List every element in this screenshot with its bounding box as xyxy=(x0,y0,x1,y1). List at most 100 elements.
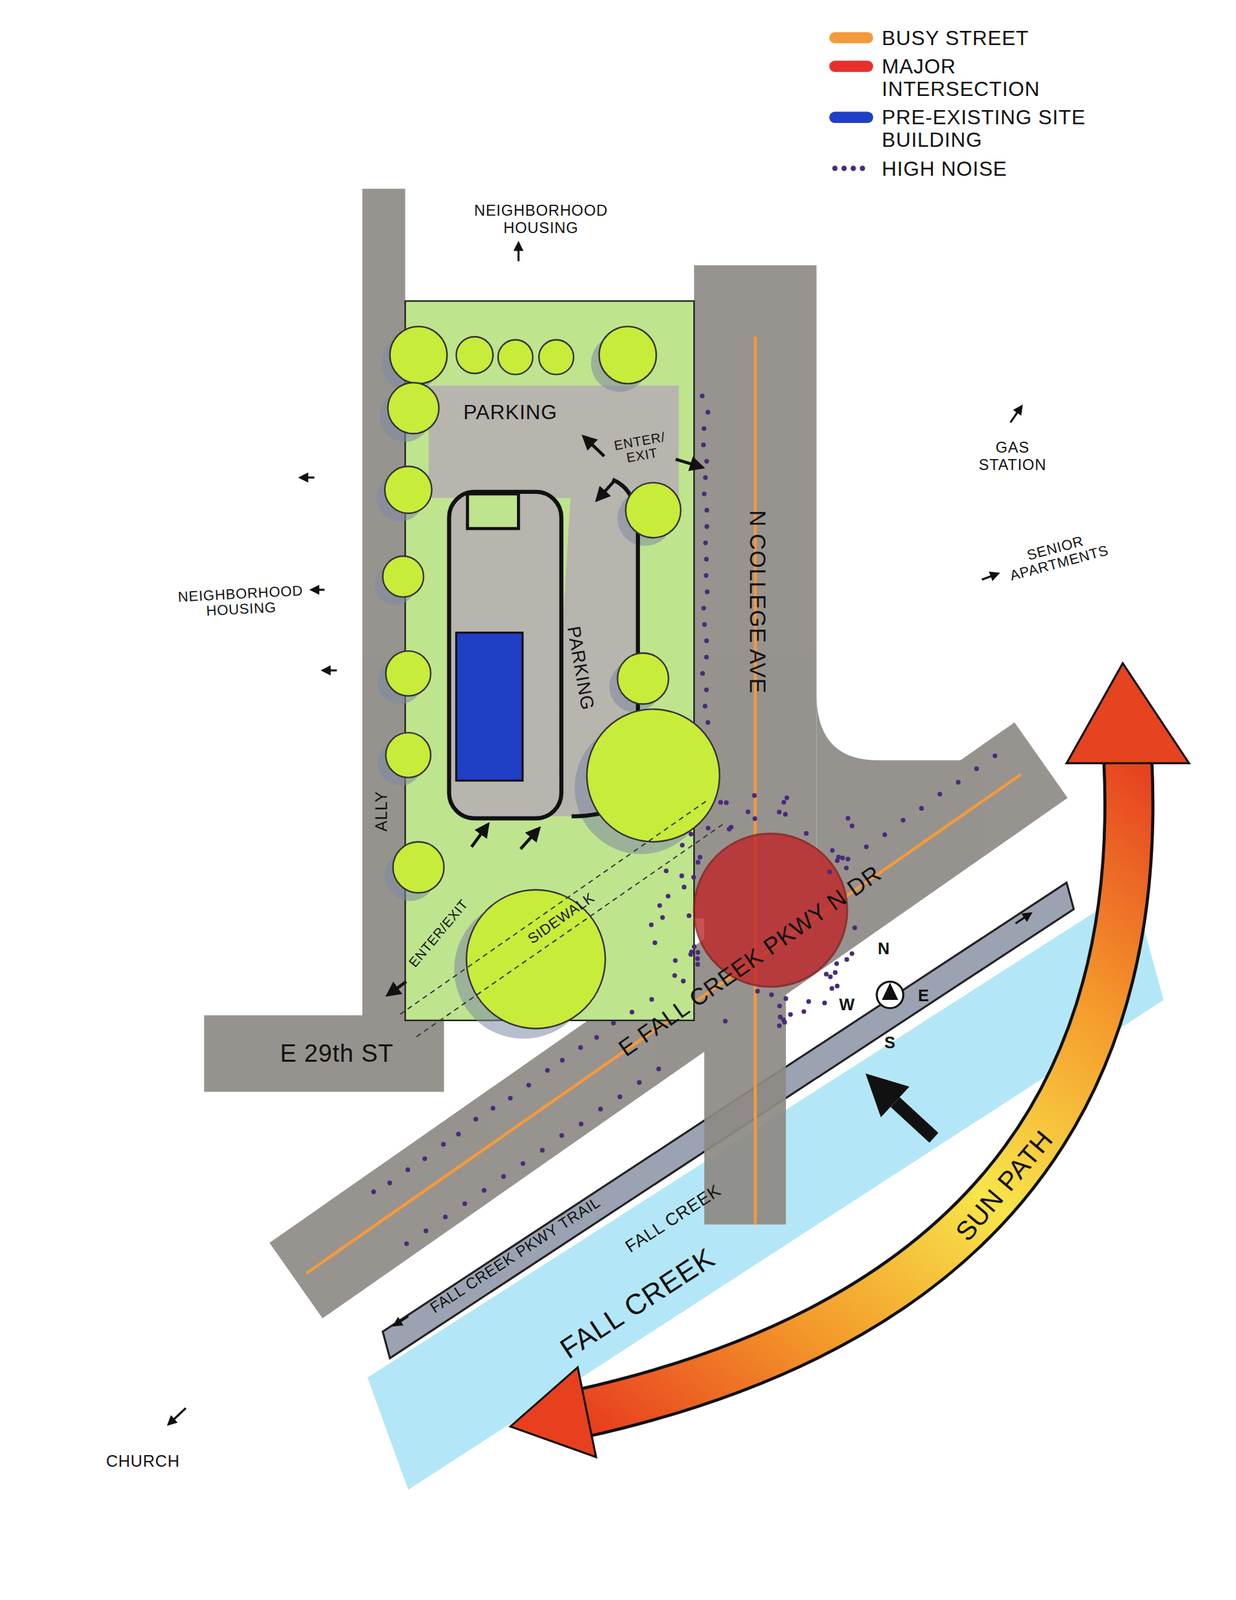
sidewalk-edge xyxy=(400,800,707,1014)
direction-arrow xyxy=(168,1407,187,1424)
noise-dot xyxy=(844,956,850,962)
noise-dot xyxy=(702,703,708,709)
noise-dot xyxy=(387,1180,393,1186)
noise-dot xyxy=(973,766,979,771)
map-label: NEIGHBORHOOD HOUSING xyxy=(176,582,306,621)
noise-dot xyxy=(701,491,707,496)
noise-dot xyxy=(501,1174,506,1179)
noise-dot xyxy=(849,950,855,956)
noise-dot xyxy=(849,823,855,828)
tree xyxy=(587,708,720,842)
existing-building xyxy=(456,632,523,781)
noise-dot xyxy=(598,1106,603,1112)
noise-dot xyxy=(726,826,732,832)
noise-dot xyxy=(840,855,845,861)
noise-dot xyxy=(787,1011,793,1017)
noise-dot xyxy=(827,973,833,979)
legend-text: BUSY STREET xyxy=(881,26,1029,49)
noise-dot xyxy=(704,524,709,529)
noise-dot xyxy=(777,1022,782,1028)
noise-dot xyxy=(648,922,654,927)
noise-dot xyxy=(806,999,812,1004)
noise-dot xyxy=(692,944,697,949)
noise-dot xyxy=(697,854,703,860)
noise-dot xyxy=(845,856,851,862)
noise-dot xyxy=(455,1131,461,1137)
compass xyxy=(876,981,904,1009)
direction-arrow xyxy=(311,588,326,591)
street xyxy=(204,1015,445,1092)
noise-dot xyxy=(657,903,662,908)
legend-swatch xyxy=(828,108,874,127)
noise-dot xyxy=(777,1003,782,1009)
noise-dot xyxy=(769,992,774,997)
noise-dot xyxy=(834,858,840,863)
noise-dot xyxy=(704,589,710,595)
noise-dot xyxy=(688,831,694,837)
map-label: GAS STATION xyxy=(971,439,1054,473)
noise-dot xyxy=(679,873,684,879)
legend-row: HIGH NOISE xyxy=(828,157,1112,180)
tree xyxy=(383,326,720,1029)
noise-dot xyxy=(718,800,723,805)
noise-dot xyxy=(560,1057,565,1063)
noise-dot xyxy=(833,970,838,975)
noise-dot xyxy=(724,800,729,805)
legend-swatch xyxy=(828,57,874,76)
noise-dot xyxy=(559,1133,564,1138)
noise-dot xyxy=(462,1201,467,1206)
noise-dot xyxy=(751,793,757,798)
noise-dot xyxy=(704,687,709,693)
noise-dot xyxy=(843,865,849,870)
noise-dot xyxy=(801,1008,806,1014)
map-label: PARKING xyxy=(562,624,598,712)
legend-dot xyxy=(860,165,866,171)
tree xyxy=(384,466,432,514)
legend-swatch xyxy=(834,60,868,72)
noise-dot xyxy=(695,949,700,955)
noise-dot xyxy=(578,1044,583,1050)
noise-dot xyxy=(829,985,835,991)
noise-dot xyxy=(652,940,658,946)
noise-dot xyxy=(704,556,709,562)
map-label: W xyxy=(839,995,856,1014)
site-parcel xyxy=(449,491,562,819)
noise-dot xyxy=(824,971,829,976)
tree xyxy=(538,339,574,375)
legend-row: BUSY STREET xyxy=(828,26,1112,49)
noise-dot xyxy=(679,842,685,848)
map-label: N xyxy=(877,939,890,958)
noise-dot xyxy=(442,1214,448,1219)
noise-dot xyxy=(701,442,706,447)
street xyxy=(816,693,965,862)
noise-dot xyxy=(665,893,671,899)
noise-dot xyxy=(681,978,686,984)
noise-dot xyxy=(610,1020,616,1025)
noise-dot xyxy=(745,809,750,814)
legend-text: HIGH NOISE xyxy=(881,157,1008,180)
noise-dot xyxy=(545,1067,550,1073)
tree xyxy=(466,889,606,1029)
sun-path-arrow xyxy=(1066,663,1190,763)
direction-arrow xyxy=(675,458,703,468)
noise-dot xyxy=(695,955,700,961)
legend-text: MAJOR INTERSECTION xyxy=(881,55,1112,101)
sun-path-arrow xyxy=(581,760,1130,1414)
legend-swatch xyxy=(828,28,874,47)
map-label: ALLY xyxy=(372,790,391,832)
map-label: N COLLEGE AVE xyxy=(744,510,770,694)
noise-dot xyxy=(422,1156,427,1161)
tree xyxy=(385,650,431,696)
noise-dot xyxy=(782,1019,787,1025)
noise-dot xyxy=(702,475,708,480)
noise-dot xyxy=(704,507,709,513)
noise-dot xyxy=(686,913,692,918)
noise-dot xyxy=(578,1121,584,1126)
noise-dot xyxy=(481,1187,487,1193)
noise-dot xyxy=(845,815,851,821)
noise-dot xyxy=(507,1095,513,1101)
noise-dot xyxy=(783,995,788,1001)
tree xyxy=(390,326,448,384)
direction-arrow xyxy=(597,479,617,501)
